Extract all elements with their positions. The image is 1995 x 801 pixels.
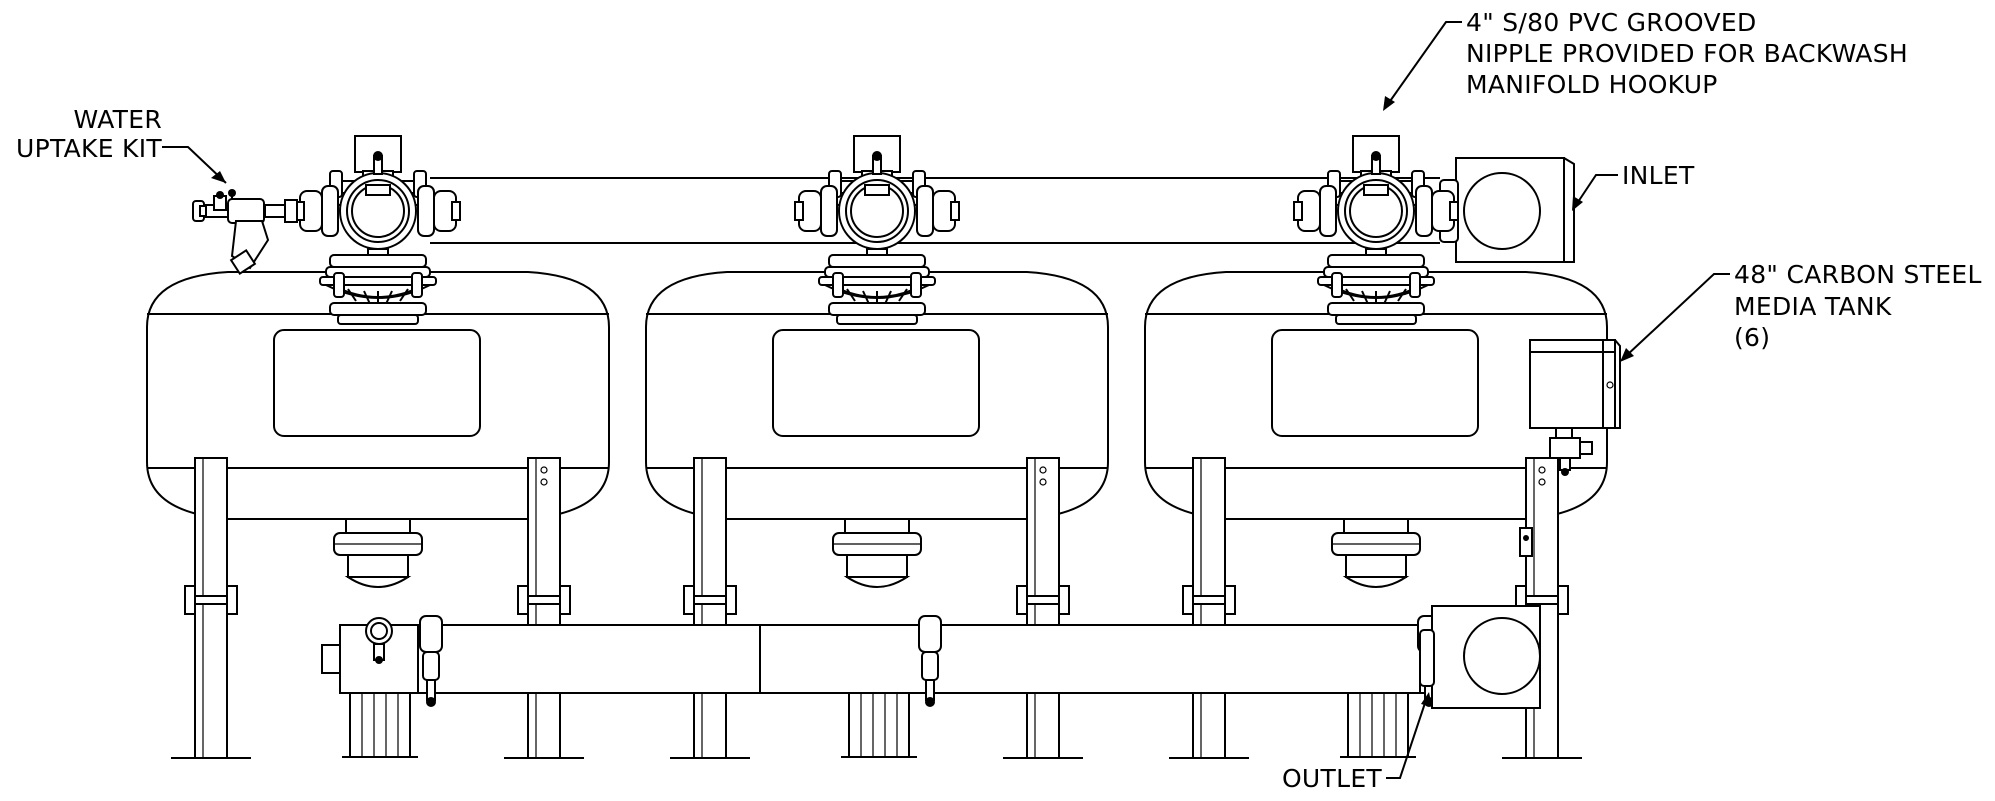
callout-backwash-nipple: 4" S/80 PVC GROOVED NIPPLE PROVIDED FOR … [1466,8,1908,99]
media-tank-label-line2: MEDIA TANK [1734,292,1892,321]
water-uptake-label-line2: UPTAKE KIT [16,134,162,163]
callout-leaders [162,21,1730,779]
backwash-label-line1: 4" S/80 PVC GROOVED [1466,8,1757,37]
outlet-label: OUTLET [1282,764,1382,793]
callout-water-uptake-kit: WATER UPTAKE KIT [16,105,162,163]
media-tank-label-line1: 48" CARBON STEEL [1734,260,1982,289]
callout-media-tank: 48" CARBON STEEL MEDIA TANK (6) [1734,260,1982,352]
callout-inlet: INLET [1622,161,1695,190]
tank-legs [170,457,1583,759]
backwash-label-line2: NIPPLE PROVIDED FOR BACKWASH [1466,39,1908,68]
outlet-manifold [321,605,1541,758]
water-uptake-kit [192,189,298,275]
callout-outlet: OUTLET [1282,764,1382,793]
media-tank-label-line3: (6) [1734,323,1770,352]
control-box [1519,339,1621,557]
water-uptake-label-line1: WATER [74,105,162,134]
backwash-label-line3: MANIFOLD HOOKUP [1466,70,1718,99]
inlet-label: INLET [1622,161,1695,190]
